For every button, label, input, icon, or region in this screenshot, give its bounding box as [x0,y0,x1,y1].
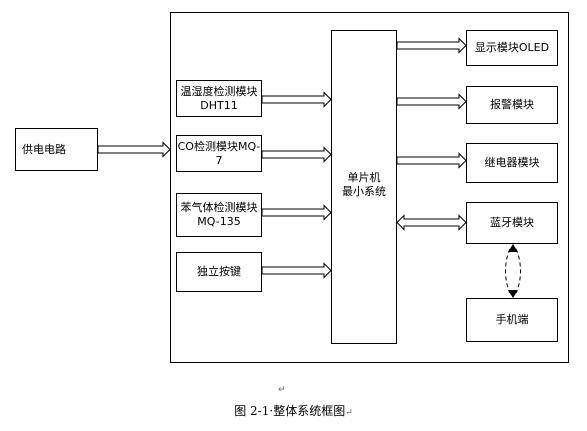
benzene-module-model: MQ-135 [197,215,241,228]
bluetooth-module-box: 蓝牙模块 [466,202,558,244]
co-arrow [261,146,332,163]
wireless-arrowhead-up [508,244,518,252]
figure-caption-text: 图 2-1·整体系统框图 [234,404,346,418]
temp-humidity-module-box: 温湿度检测模块 DHT11 [176,80,262,117]
bluetooth-module-label: 蓝牙模块 [490,216,534,229]
oled-display-label: 显示模块OLED [474,41,550,54]
alarm-arrow [396,93,467,110]
relay-arrow [396,152,467,169]
relay-module-box: 继电器模块 [466,143,558,183]
co-module-box: CO检测模块MQ-7 [176,135,262,172]
bluetooth-double-arrow [396,214,467,231]
wireless-link-right [515,248,521,294]
mcu-label-line1: 单片机 [347,171,381,184]
alarm-module-box: 报警模块 [466,86,558,124]
mcu-label-line2: 最小系统 [342,185,386,198]
wireless-arrowhead-down [508,290,518,298]
temp-humidity-module-label: 温湿度检测模块 [180,84,258,98]
system-frame [170,12,569,363]
benzene-arrow [261,204,332,221]
relay-module-label: 继电器模块 [484,156,540,169]
figure-caption: 图 2-1·整体系统框图↵ [0,402,587,419]
benzene-module-label: 苯气体检测模块 [180,201,258,214]
co-module-label: CO检测模块MQ-7 [177,139,261,167]
power-arrow [97,141,171,158]
wireless-link [505,248,521,294]
phone-label: 手机端 [495,313,529,326]
alarm-module-label: 报警模块 [490,98,534,111]
oled-display-box: 显示模块OLED [466,30,558,66]
key-arrow [261,262,332,279]
temp-humidity-arrow [261,91,332,108]
power-circuit-box: 供电电路 [15,128,98,171]
key-module-box: 独立按键 [176,252,262,292]
phone-box: 手机端 [466,298,558,342]
caption-paragraph-mark: ↵ [345,408,353,418]
wireless-link-left [505,248,511,294]
paragraph-mark: ↵ [278,385,286,395]
benzene-module-box: 苯气体检测模块 MQ-135 [176,193,262,237]
oled-arrow [396,37,467,54]
power-circuit-label: 供电电路 [22,142,66,156]
key-module-label: 独立按键 [197,265,241,278]
mcu-box: 单片机 最小系统 [331,30,397,344]
temp-humidity-module-model: DHT11 [200,98,238,112]
